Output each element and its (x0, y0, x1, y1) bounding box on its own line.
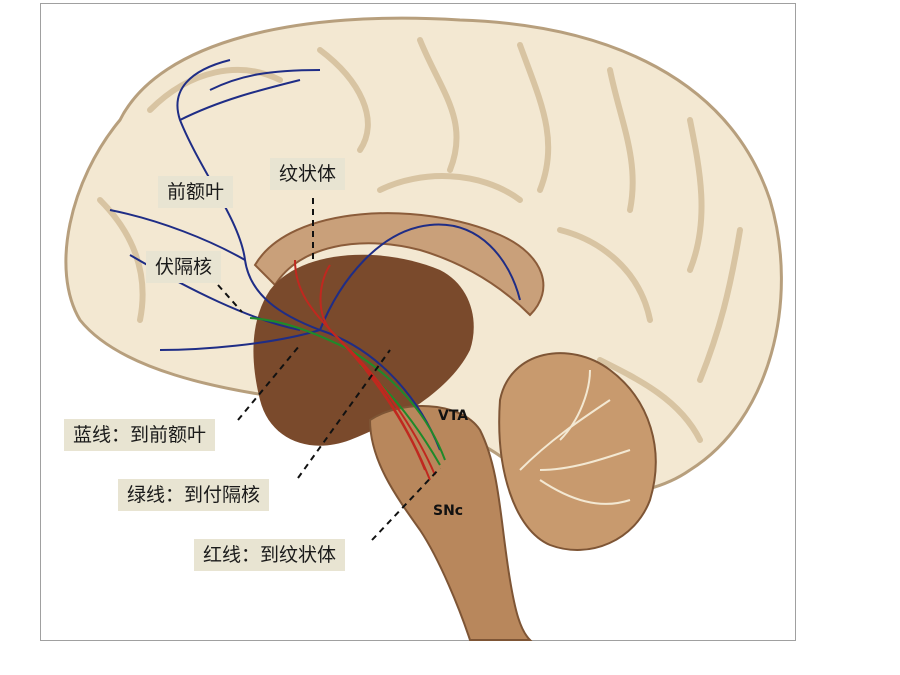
legend-blue: 蓝线：到前额叶 (64, 419, 215, 451)
legend-red: 红线：到纹状体 (194, 539, 345, 571)
label-vta: VTA (438, 408, 468, 424)
legend-green: 绿线：到付隔核 (118, 479, 269, 511)
label-snc: SNc (433, 503, 463, 519)
label-septal: 伏隔核 (146, 251, 221, 283)
label-striatum: 纹状体 (270, 158, 345, 190)
label-prefrontal: 前额叶 (158, 176, 233, 208)
